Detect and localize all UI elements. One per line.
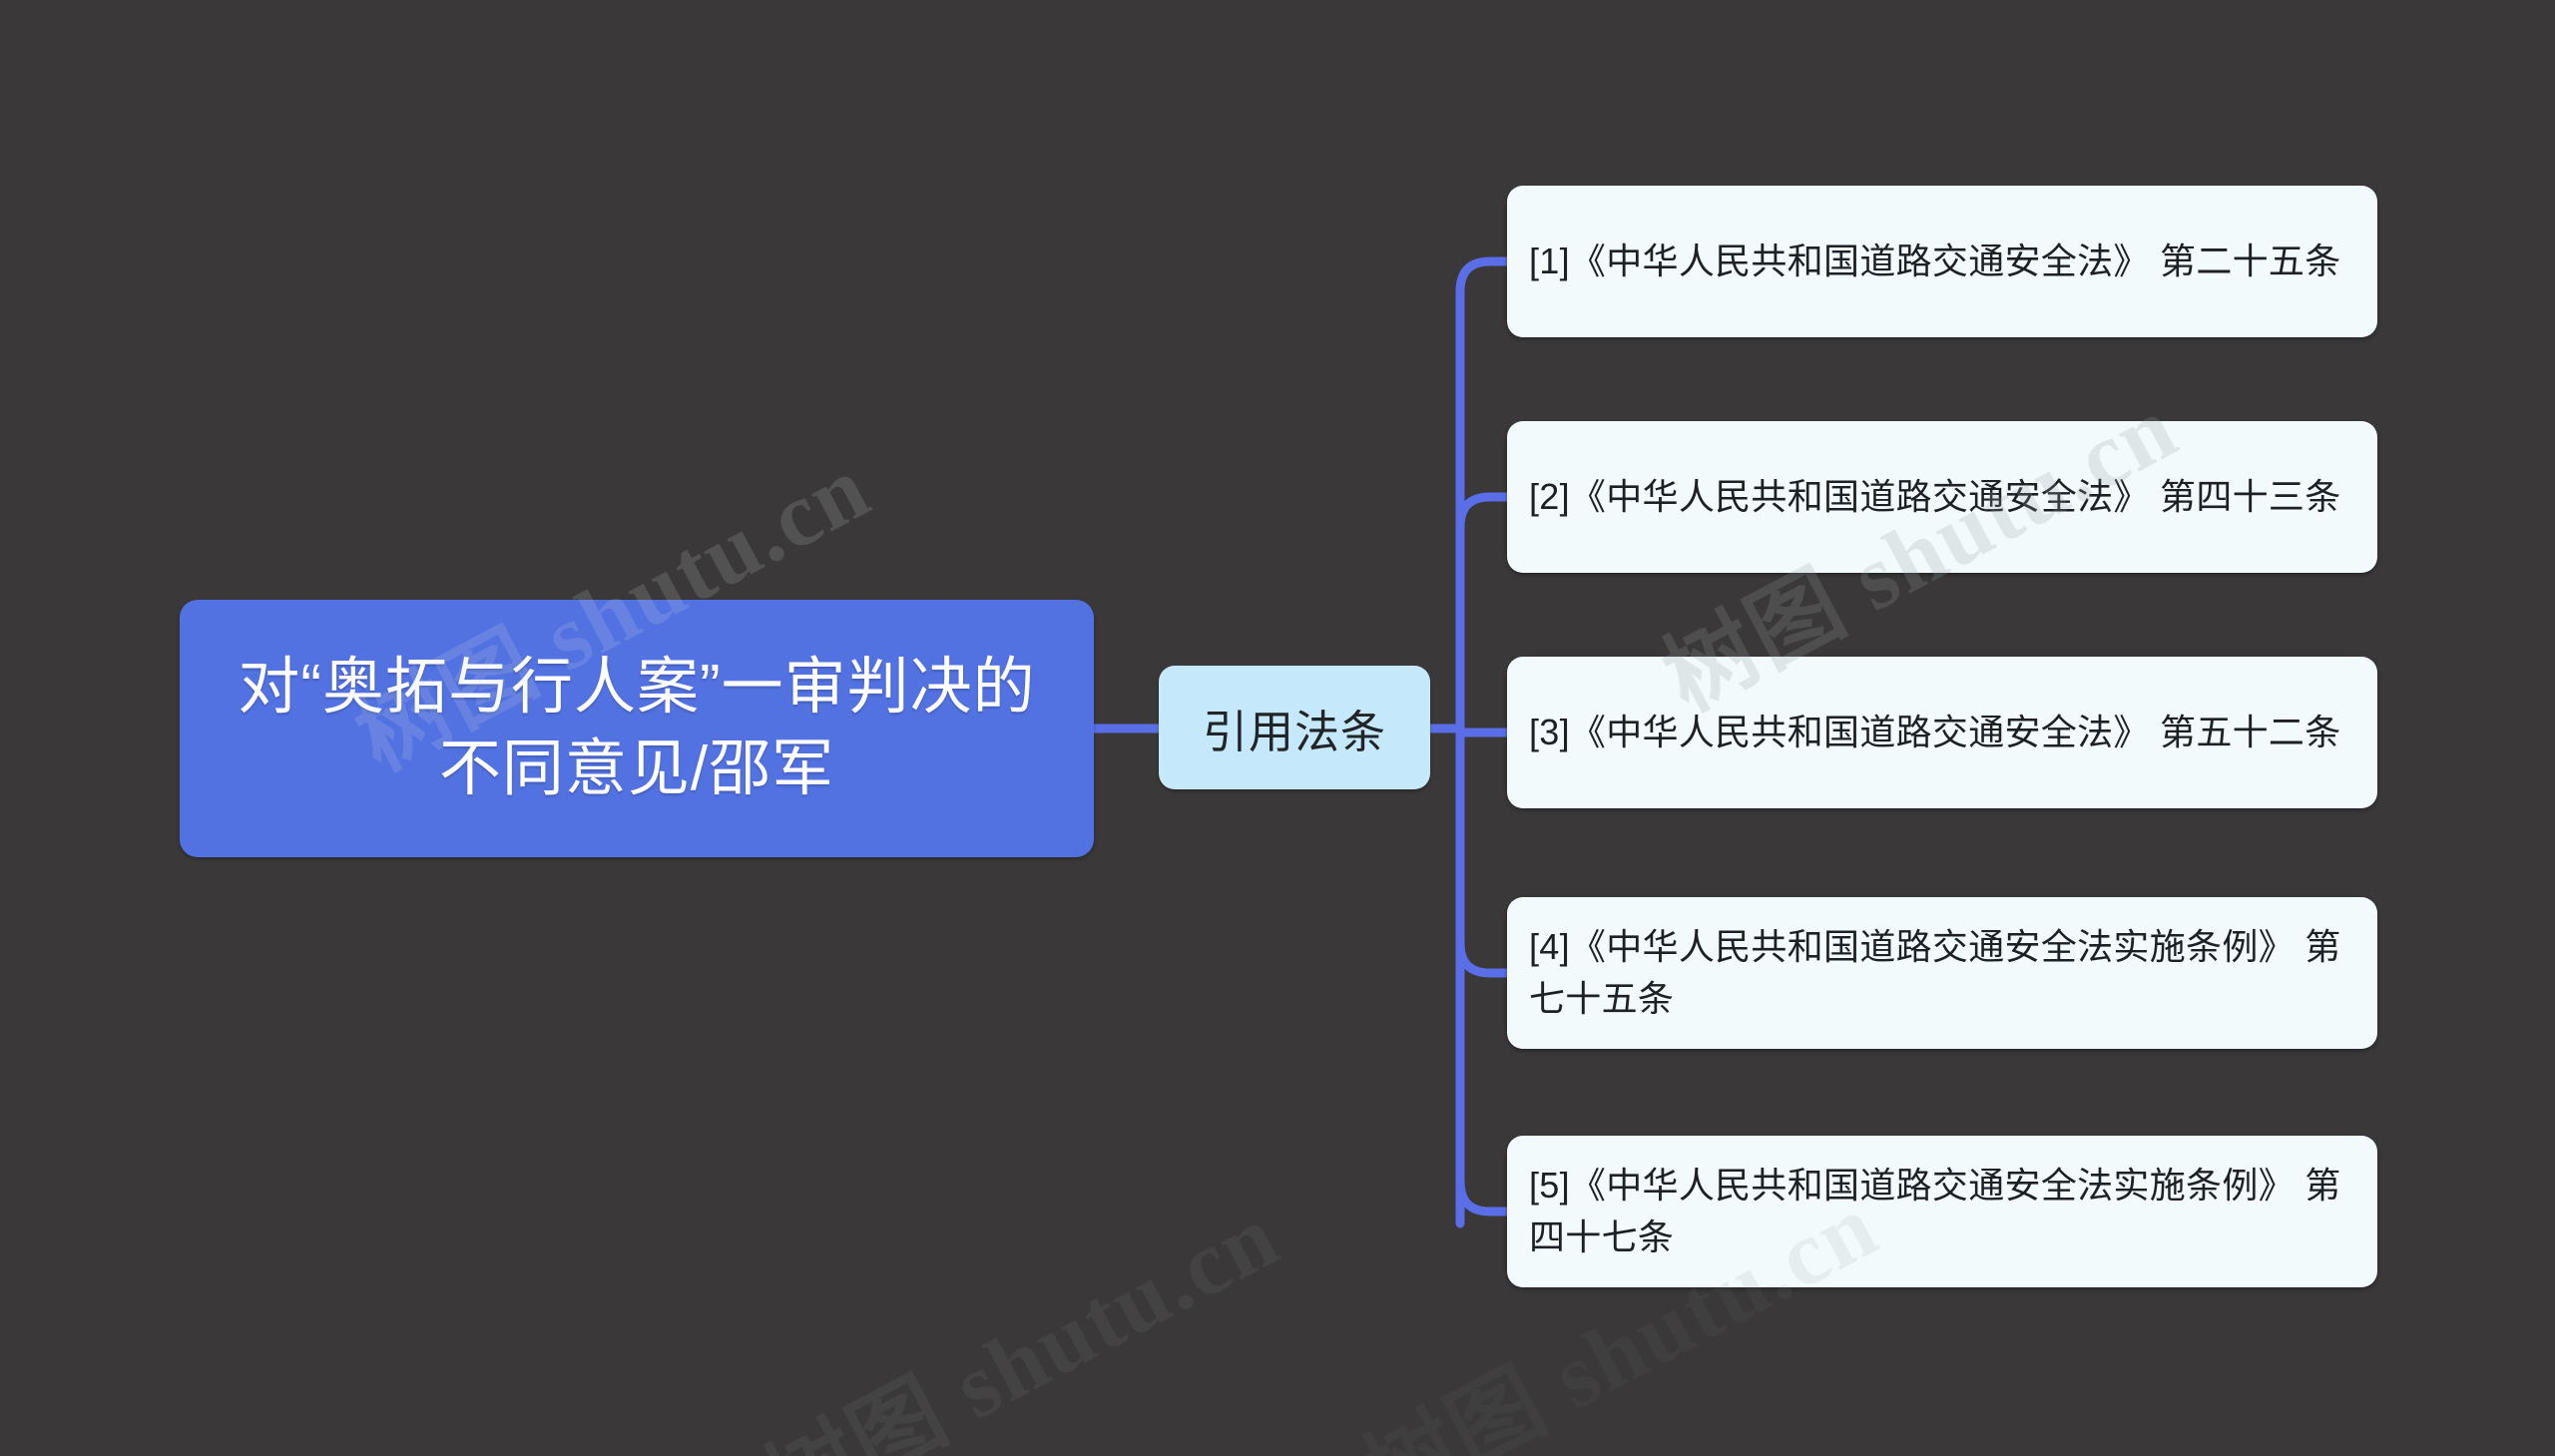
mindmap-leaf-node[interactable]: [2]《中华人民共和国道路交通安全法》 第四十三条 bbox=[1507, 421, 2377, 573]
connector-leaf-1 bbox=[1455, 256, 1512, 296]
root-node-label: 对“奥拓与行人案”一审判决的不同意见/邵军 bbox=[238, 653, 1036, 803]
mindmap-leaf-node[interactable]: [1]《中华人民共和国道路交通安全法》 第二十五条 bbox=[1507, 186, 2377, 337]
leaf-node-label: [5]《中华人民共和国道路交通安全法实施条例》 第四十七条 bbox=[1529, 1164, 2341, 1257]
mindmap-root-node[interactable]: 对“奥拓与行人案”一审判决的不同意见/邵军 bbox=[180, 600, 1094, 857]
leaf-node-label: [1]《中华人民共和国道路交通安全法》 第二十五条 bbox=[1529, 240, 2341, 281]
leaf-node-label: [4]《中华人民共和国道路交通安全法实施条例》 第七十五条 bbox=[1529, 925, 2341, 1019]
connector-leaf-2 bbox=[1455, 492, 1512, 532]
mindmap-branch-node-cited-laws[interactable]: 引用法条 bbox=[1159, 666, 1430, 789]
connector-leaf-5 bbox=[1455, 1177, 1512, 1216]
mindmap-leaf-node[interactable]: [4]《中华人民共和国道路交通安全法实施条例》 第七十五条 bbox=[1507, 897, 2377, 1049]
leaf-node-label: [2]《中华人民共和国道路交通安全法》 第四十三条 bbox=[1529, 475, 2341, 517]
mindmap-leaf-node[interactable]: [5]《中华人民共和国道路交通安全法实施条例》 第四十七条 bbox=[1507, 1136, 2377, 1287]
leaf-node-label: [3]《中华人民共和国道路交通安全法》 第五十二条 bbox=[1529, 711, 2341, 752]
connector-leaf-4 bbox=[1455, 938, 1512, 978]
mindmap-leaf-node[interactable]: [3]《中华人民共和国道路交通安全法》 第五十二条 bbox=[1507, 657, 2377, 808]
branch-node-label: 引用法条 bbox=[1202, 706, 1386, 757]
